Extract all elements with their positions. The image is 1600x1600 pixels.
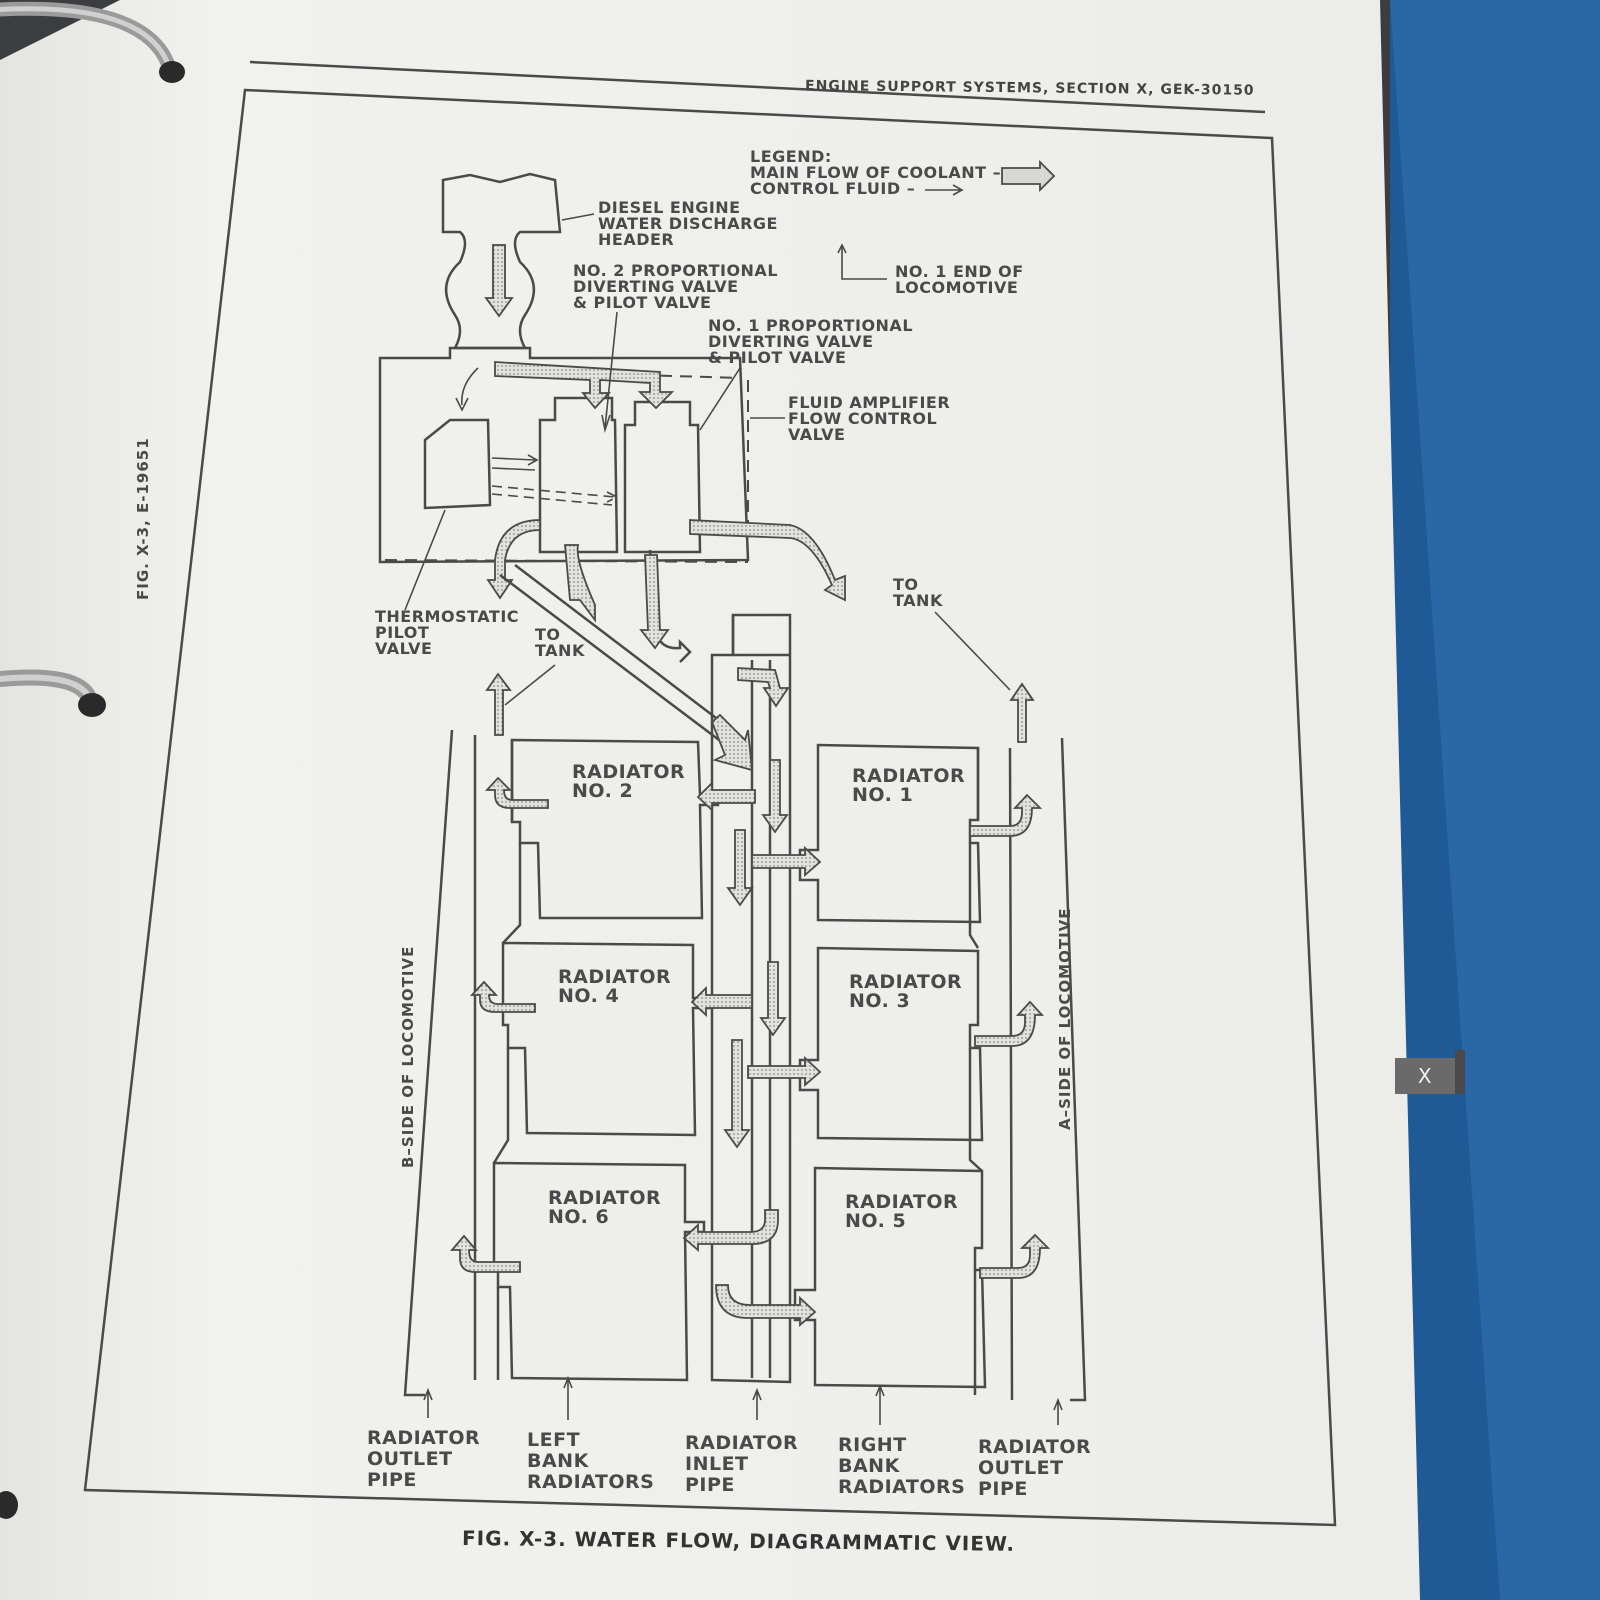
label-a-side: A–SIDE OF LOCOMOTIVE [1056, 907, 1074, 1130]
no2-valve-outflow-arrow [564, 544, 596, 623]
b-side-frame [403, 729, 454, 1397]
label-outlet-pipe-left: RADIATOR OUTLET PIPE [367, 1427, 487, 1491]
binder-rings [0, 1, 185, 1519]
radiator-no-3: RADIATOR NO. 3 [798, 946, 984, 1142]
no1-valve-outflow-arrow [639, 554, 670, 650]
svg-text:NO. 4: NO. 4 [558, 985, 619, 1007]
label-no1-valve: NO. 1 PROPORTIONAL DIVERTING VALVE & PIL… [708, 316, 919, 367]
legend-main-flow-label: MAIN FLOW OF COOLANT – [750, 163, 1001, 182]
svg-text:RADIATOR: RADIATOR [845, 1191, 958, 1213]
thermostatic-pilot-valve-shape [423, 418, 492, 510]
main-flow-arrow-symbol [1001, 159, 1056, 193]
valve-housing [378, 346, 750, 564]
running-head: ENGINE SUPPORT SYSTEMS, SECTION X, GEK-3… [805, 78, 1255, 99]
label-no1-end: NO. 1 END OF LOCOMOTIVE [895, 262, 1030, 297]
label-discharge-header: DIESEL ENGINE WATER DISCHARGE HEADER [598, 198, 784, 249]
figure-border [83, 88, 1337, 1527]
right-outlet-up-arrow [1009, 682, 1035, 743]
page-tab[interactable]: X [1395, 1050, 1465, 1094]
svg-text:NO. 1: NO. 1 [852, 784, 913, 806]
figure-side-ref: FIG. X-3, E-19651 [134, 437, 152, 600]
radiator-no-1: RADIATOR NO. 1 [798, 743, 982, 924]
no1-valve-body [623, 400, 702, 554]
control-fluid-arrow-symbol [925, 184, 964, 196]
discharge-down-arrow [484, 244, 514, 318]
label-no2-valve: NO. 2 PROPORTIONAL DIVERTING VALVE & PIL… [573, 261, 784, 312]
radiator-no-2: RADIATOR NO. 2 [510, 738, 720, 920]
figure-caption: FIG. X-3. WATER FLOW, DIAGRAMMATIC VIEW. [462, 1526, 1015, 1556]
discharge-header [441, 172, 562, 350]
svg-text:RADIATOR: RADIATOR [852, 765, 965, 787]
svg-text:NO. 2: NO. 2 [572, 780, 633, 802]
svg-text:RADIATOR: RADIATOR [849, 971, 962, 993]
label-to-tank-right: TO TANK [893, 575, 943, 610]
b-side-outlet-pipe [473, 735, 522, 1380]
label-thermostatic-pilot-valve: THERMOSTATIC PILOT VALVE [375, 607, 525, 658]
to-tank-right-flow-arrow [689, 519, 846, 602]
label-fluid-amplifier: FLUID AMPLIFIER FLOW CONTROL VALVE [788, 393, 956, 444]
svg-text:RADIATOR: RADIATOR [572, 761, 685, 783]
to-tank-left-flow-arrow [486, 519, 541, 600]
no1-end-indicator [841, 245, 887, 280]
feed-down-arrow [710, 713, 754, 772]
svg-text:NO. 5: NO. 5 [845, 1210, 906, 1232]
page-tab-label: X [1418, 1064, 1432, 1088]
left-outlet-up-arrow [485, 672, 512, 736]
legend-control-fluid-label: CONTROL FLUID – [750, 179, 915, 198]
label-left-bank: LEFT BANK RADIATORS [527, 1429, 654, 1493]
label-inlet-pipe: RADIATOR INLET PIPE [685, 1432, 805, 1496]
label-right-bank: RIGHT BANK RADIATORS [838, 1434, 965, 1498]
radiator-no-5: RADIATOR NO. 5 [793, 1166, 987, 1389]
radiator-no-4: RADIATOR NO. 4 [501, 941, 714, 1137]
svg-text:NO. 3: NO. 3 [849, 990, 910, 1012]
legend: LEGEND: MAIN FLOW OF COOLANT – CONTROL F… [750, 147, 1056, 198]
svg-text:RADIATOR: RADIATOR [548, 1187, 661, 1209]
legend-title: LEGEND: [750, 147, 832, 166]
label-to-tank-left: TO TANK [535, 625, 585, 660]
radiator-no-6: RADIATOR NO. 6 [492, 1161, 706, 1382]
svg-text:RADIATOR: RADIATOR [558, 966, 671, 988]
radiator-flow-arrows [450, 759, 1051, 1327]
label-b-side: B–SIDE OF LOCOMOTIVE [399, 946, 417, 1168]
header-to-valves-flow-arrow [494, 361, 675, 410]
svg-text:NO. 6: NO. 6 [548, 1206, 609, 1228]
a-side-frame [1060, 737, 1087, 1402]
diagram: LEGEND: MAIN FLOW OF COOLANT – CONTROL F… [367, 147, 1098, 1500]
header-rule [249, 60, 1266, 114]
label-outlet-pipe-right: RADIATOR OUTLET PIPE [978, 1436, 1098, 1500]
a-side-outlet-pipe [968, 747, 1014, 1401]
